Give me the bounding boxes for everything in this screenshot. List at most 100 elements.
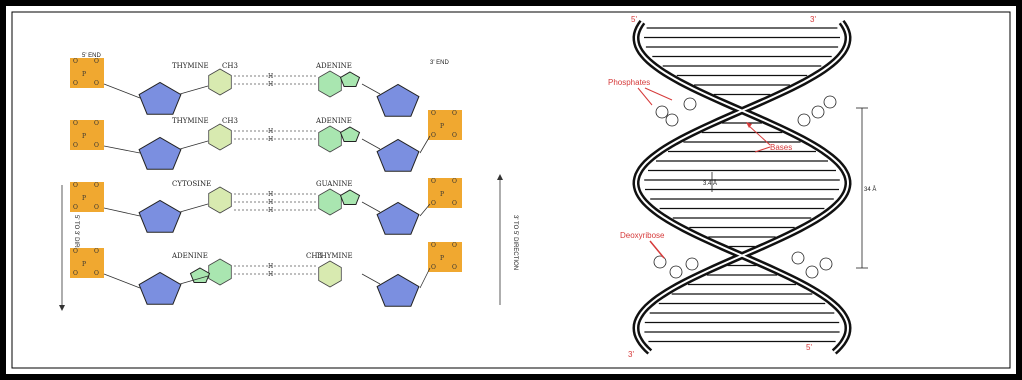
- pair-0-left-sugar: [138, 81, 182, 115]
- pair-0-right-base-ring2: [339, 71, 361, 87]
- right-phosphate-0-o0: O: [431, 110, 436, 117]
- left-phosphate-1-o3: O: [94, 142, 99, 149]
- pair-1-left-group: CH3: [222, 117, 238, 125]
- sugar-rings: [653, 95, 837, 279]
- pair-1-hbond-h-1: H: [268, 136, 273, 143]
- left-phosphate-1-o0: O: [73, 120, 78, 127]
- pair-1-right-glyco: [361, 138, 381, 150]
- sugar-ring-5: [797, 113, 811, 127]
- bottom-left-end-label: 3': [628, 350, 634, 359]
- left-phosphate-1-o1: O: [94, 120, 99, 127]
- sugar-ring-4: [811, 105, 825, 119]
- right-phosphate-1-o1: O: [452, 178, 457, 185]
- right-phosphate-2-o3: O: [452, 264, 457, 271]
- pair-2-left-link: [103, 207, 141, 217]
- pair-2-hbond-h-0: H: [268, 191, 273, 198]
- pair-0-hbond-h-0: H: [268, 73, 273, 80]
- left-strand-end-label: 5' END: [82, 53, 101, 59]
- left-phosphate-0: [70, 58, 104, 88]
- bottom-right-end-label: 5': [806, 343, 812, 352]
- right-phosphate-2-o2: O: [431, 264, 436, 271]
- top-left-end-label: 5': [631, 15, 637, 24]
- pair-1-right-base-ring2: [339, 126, 361, 142]
- pitch-label: 34 Å: [864, 186, 876, 193]
- left-phosphate-2: [70, 182, 104, 212]
- sugar-ring-10: [805, 265, 819, 279]
- pair-1-left-glyco: [179, 140, 209, 150]
- left-phosphate-3-o1: O: [94, 248, 99, 255]
- base-pair-rungs: [644, 27, 840, 343]
- rise-label: 3.4 Å: [703, 180, 717, 187]
- pair-2-right-link: [419, 203, 431, 217]
- sugar-ring-2: [683, 97, 697, 111]
- pair-2-left-base-label: CYTOSINE: [172, 180, 211, 188]
- left-phosphate-3-p: P: [82, 261, 86, 268]
- pair-0-left-group: CH3: [222, 62, 238, 70]
- pair-2-right-base-ring: [318, 188, 342, 216]
- pair-2-hbond-h-1: H: [268, 199, 273, 206]
- pair-0-right-glyco: [361, 83, 381, 95]
- right-phosphate-0: [428, 110, 462, 140]
- left-phosphate-2-p: P: [82, 195, 86, 202]
- sugar-ring-11: [791, 251, 805, 265]
- pair-3-left-base-ring2: [189, 267, 211, 283]
- pair-3-right-glyco: [361, 273, 381, 285]
- pair-3-right-group: CH3: [306, 252, 322, 260]
- pair-0-right-sugar: [376, 83, 420, 117]
- pair-1-left-base-ring: [208, 123, 232, 151]
- pair-3-right-sugar: [376, 273, 420, 307]
- left-direction-label: 5' TO 3' DIRECTION: [73, 215, 79, 270]
- right-phosphate-0-o1: O: [452, 110, 457, 117]
- sugar-ring-3: [823, 95, 837, 109]
- pair-3-left-sugar: [138, 271, 182, 305]
- pair-3-hbond-h-0: H: [268, 263, 273, 270]
- pair-2-left-glyco: [179, 203, 209, 213]
- sugar-ring-1: [665, 113, 679, 127]
- pair-1-right-sugar: [376, 138, 420, 172]
- phosphates-pointer-2: [644, 87, 673, 101]
- left-phosphate-2-o3: O: [94, 204, 99, 211]
- right-phosphate-1-o3: O: [452, 200, 457, 207]
- bases-arrow-head: [746, 122, 752, 128]
- pair-1-right-link: [419, 135, 431, 154]
- right-strand-end-label: 3' END: [430, 60, 449, 66]
- left-phosphate-0-o0: O: [73, 58, 78, 65]
- phosphates-label: Phosphates: [608, 78, 650, 87]
- pair-2-left-base-ring: [208, 186, 232, 214]
- helix-strand-a-highlight: [634, 21, 850, 353]
- right-arrow-head: [497, 174, 503, 180]
- pair-2-right-base-label: GUANINE: [316, 180, 352, 188]
- right-phosphate-1-o0: O: [431, 178, 436, 185]
- double-helix-panel: 5' 3' 3' 5' Phosphates Bases Deoxyribose…: [608, 15, 876, 359]
- left-arrow-head: [59, 305, 65, 311]
- left-phosphate-2-o1: O: [94, 182, 99, 189]
- pair-3-left-base-ring: [208, 258, 232, 286]
- left-phosphate-0-o3: O: [94, 80, 99, 87]
- pair-0-left-base-ring: [208, 68, 232, 96]
- pair-1-right-base-ring: [318, 125, 342, 153]
- sugar-ring-9: [819, 257, 833, 271]
- left-phosphate-2-o0: O: [73, 182, 78, 189]
- deoxyribose-label: Deoxyribose: [620, 231, 665, 240]
- pair-3-left-base-label: ADENINE: [171, 252, 208, 260]
- right-phosphate-0-o2: O: [431, 132, 436, 139]
- pair-2-right-glyco: [361, 201, 381, 213]
- sugar-ring-6: [653, 255, 667, 269]
- pair-0-left-base-label: THYMINE: [172, 62, 209, 70]
- pair-3-left-glyco: [179, 275, 209, 285]
- left-phosphate-3-o3: O: [94, 270, 99, 277]
- left-phosphate-2-o2: O: [73, 204, 78, 211]
- pair-0-left-glyco: [179, 85, 209, 95]
- pair-2-left-sugar: [138, 199, 182, 233]
- pair-1-left-link: [103, 145, 141, 154]
- pair-2-right-base-ring2: [339, 189, 361, 205]
- pair-3-right-link: [419, 267, 431, 289]
- right-direction-label: 3' TO 5' DIRECTION: [512, 215, 518, 270]
- right-phosphate-0-o3: O: [452, 132, 457, 139]
- pair-1-hbond-h-0: H: [268, 128, 273, 135]
- sugar-ring-7: [669, 265, 683, 279]
- pair-2-right-sugar: [376, 201, 420, 235]
